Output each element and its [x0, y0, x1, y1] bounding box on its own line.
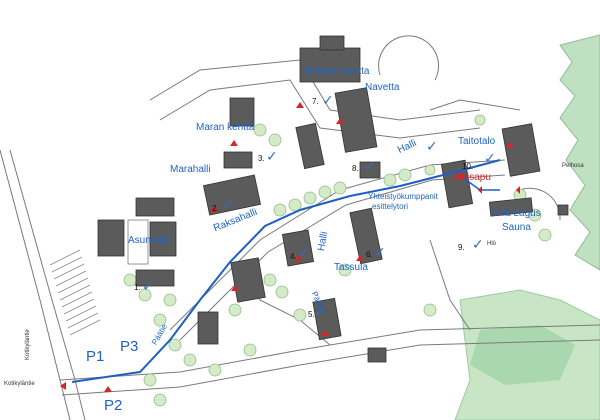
label-kotikylantie: Kotikyläntie: [25, 329, 31, 360]
label-yhteistyokumppanit: Yhteistyökumppanit: [368, 192, 438, 201]
label-marahalli: Marahalli: [170, 164, 211, 175]
number-9: 9.: [458, 243, 465, 252]
number-7: 7.: [312, 97, 319, 106]
parking-p2: P2: [104, 397, 123, 414]
label-kotikylantie-small: Kotikyläntie: [4, 381, 35, 387]
check-icon: ✓: [472, 237, 484, 253]
label-tassula: Tassula: [334, 262, 368, 273]
number-4: 4.: [290, 252, 297, 261]
parking-p1: P1: [86, 348, 105, 365]
label-asuntolat: Asuntolat: [128, 235, 170, 246]
route-line: [71, 159, 501, 383]
label-navetta: Navetta: [365, 82, 400, 93]
label-eteisapu: Eteisapu: [452, 172, 491, 183]
check-icon: ✓: [298, 245, 310, 261]
label-pelhosalmi: Pelhosa: [562, 163, 584, 169]
asuntolat-courtyard: [127, 219, 149, 265]
number-8: 8.: [352, 164, 359, 173]
check-icon: ✓: [314, 305, 326, 321]
number-1: 1.: [134, 283, 141, 292]
number-2: 2.: [212, 204, 219, 213]
shoreline-green: [559, 34, 600, 271]
park-inner: [470, 325, 575, 385]
parking-p3: P3: [120, 338, 139, 355]
label-maran-kentta: Maran kenttä: [196, 122, 255, 133]
number-6: 6.: [366, 250, 373, 259]
check-icon: ✓: [142, 279, 154, 295]
number-5: 5.: [308, 310, 315, 319]
check-icon: ✓: [322, 93, 334, 109]
check-icon: ✓: [484, 151, 496, 167]
number-3: 3.: [258, 154, 265, 163]
label-robottinavetta: Robottinavetta: [305, 66, 370, 77]
check-icon: ✓: [266, 149, 278, 165]
number-10: 10.: [462, 162, 474, 171]
label-esittelytori: esittelytori: [372, 202, 409, 211]
check-icon: ✓: [426, 139, 438, 155]
label-taitotalo: Taitotalo: [458, 136, 496, 147]
check-icon: ✓: [374, 245, 386, 261]
label-villa-lagus: Villa Lagus: [492, 208, 541, 219]
label-sauna: Sauna: [502, 222, 531, 233]
check-icon: ✓: [222, 197, 234, 213]
label-hlo: Hlö: [487, 241, 497, 247]
check-icon: ✓: [364, 159, 376, 175]
